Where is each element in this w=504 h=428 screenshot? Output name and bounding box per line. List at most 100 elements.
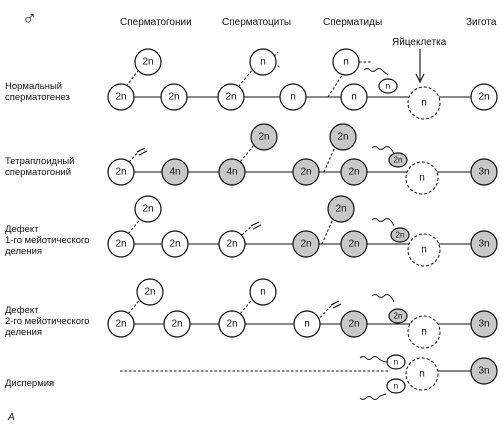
column-spermatids: Сперматиды [323, 17, 382, 28]
svg-text:4n: 4n [169, 167, 180, 178]
zygote: 3n [470, 310, 498, 338]
cell: 2n [292, 230, 320, 258]
svg-text:2n: 2n [142, 204, 153, 215]
svg-text:n: n [290, 92, 296, 103]
cell: 2n [107, 158, 135, 186]
svg-text:2n: 2n [115, 319, 126, 330]
cell: 2n [340, 310, 368, 338]
svg-text:n: n [386, 82, 390, 91]
svg-text:2n: 2n [168, 92, 179, 103]
svg-text:2n: 2n [396, 231, 405, 240]
cell: 2n [217, 83, 245, 111]
cell: n [332, 48, 360, 76]
cell: 2n [218, 310, 246, 338]
svg-text:n: n [394, 358, 398, 367]
cell: n [340, 83, 368, 111]
egg: n [407, 86, 441, 120]
svg-text:2n: 2n [348, 319, 359, 330]
svg-text:2n: 2n [478, 92, 489, 103]
cell: n [293, 310, 321, 338]
row-dispermy: Диспермия n n n 3n [5, 354, 498, 400]
svg-text:n: n [421, 245, 427, 256]
svg-text:2n: 2n [337, 132, 348, 143]
svg-text:2n: 2n [394, 156, 403, 165]
sperm: 2n [388, 152, 408, 168]
panel-label: A [7, 412, 15, 423]
egg: n [407, 315, 441, 349]
svg-text:2n: 2n [115, 239, 126, 250]
zygote: 3n [470, 357, 498, 385]
svg-text:2n: 2n [394, 312, 403, 321]
svg-text:n: n [260, 57, 266, 68]
cell: 4n [161, 158, 189, 186]
svg-text:3n: 3n [478, 167, 489, 178]
cell: n [249, 278, 277, 306]
sperm: 2n [388, 308, 408, 324]
svg-text:2n: 2n [225, 92, 236, 103]
row-label: Диспермия [5, 378, 54, 389]
egg: n [405, 357, 439, 391]
svg-text:n: n [304, 319, 310, 330]
cell: 2n [161, 230, 189, 258]
male-symbol: ♂ [22, 8, 37, 30]
column-zygote: Зигота [466, 17, 497, 28]
cell: 2n [292, 158, 320, 186]
sperm: n [386, 354, 406, 370]
svg-text:2n: 2n [335, 204, 346, 215]
svg-text:2n: 2n [144, 287, 155, 298]
svg-text:n: n [351, 92, 357, 103]
cell: 2n [107, 310, 135, 338]
svg-text:n: n [343, 57, 349, 68]
svg-text:2n: 2n [226, 319, 237, 330]
egg: n [405, 161, 439, 195]
svg-text:n: n [419, 369, 425, 380]
egg: n [407, 233, 441, 267]
svg-text:3n: 3n [478, 319, 489, 330]
zygote: 3n [470, 230, 498, 258]
sperm: n [378, 78, 398, 94]
zygote: 2n [470, 83, 498, 111]
cell: 4n [218, 158, 246, 186]
cell: 2n [160, 83, 188, 111]
svg-text:2n: 2n [348, 167, 359, 178]
svg-text:2n: 2n [171, 319, 182, 330]
zygote: 3n [470, 158, 498, 186]
egg-label: Яйцеклетка [392, 37, 447, 48]
cell: n [279, 83, 307, 111]
cell: 2n [340, 230, 368, 258]
cell: 2n [329, 123, 357, 151]
svg-text:2n: 2n [348, 239, 359, 250]
cell: 2n [107, 83, 135, 111]
column-spermatocytes: Сперматоциты [222, 17, 291, 28]
svg-text:2n: 2n [300, 167, 311, 178]
cell: 2n [340, 158, 368, 186]
svg-text:4n: 4n [226, 167, 237, 178]
cell: 2n [163, 310, 191, 338]
column-spermatogonia: Сперматогонии [120, 17, 192, 28]
cell: 2n [107, 230, 135, 258]
cell: 2n [327, 195, 355, 223]
cell: 2n [136, 278, 164, 306]
cell: n [249, 48, 277, 76]
svg-text:2n: 2n [142, 57, 153, 68]
cell: 2n [134, 195, 162, 223]
svg-text:n: n [421, 327, 427, 338]
sperm: 2n [390, 227, 410, 243]
svg-text:n: n [421, 98, 427, 109]
svg-text:3n: 3n [478, 366, 489, 377]
svg-text:2n: 2n [226, 239, 237, 250]
svg-text:n: n [394, 382, 398, 391]
svg-text:2n: 2n [115, 92, 126, 103]
sperm: n [386, 378, 406, 394]
cell: 2n [250, 123, 278, 151]
svg-text:2n: 2n [258, 132, 269, 143]
svg-text:2n: 2n [169, 239, 180, 250]
cell: 2n [218, 230, 246, 258]
